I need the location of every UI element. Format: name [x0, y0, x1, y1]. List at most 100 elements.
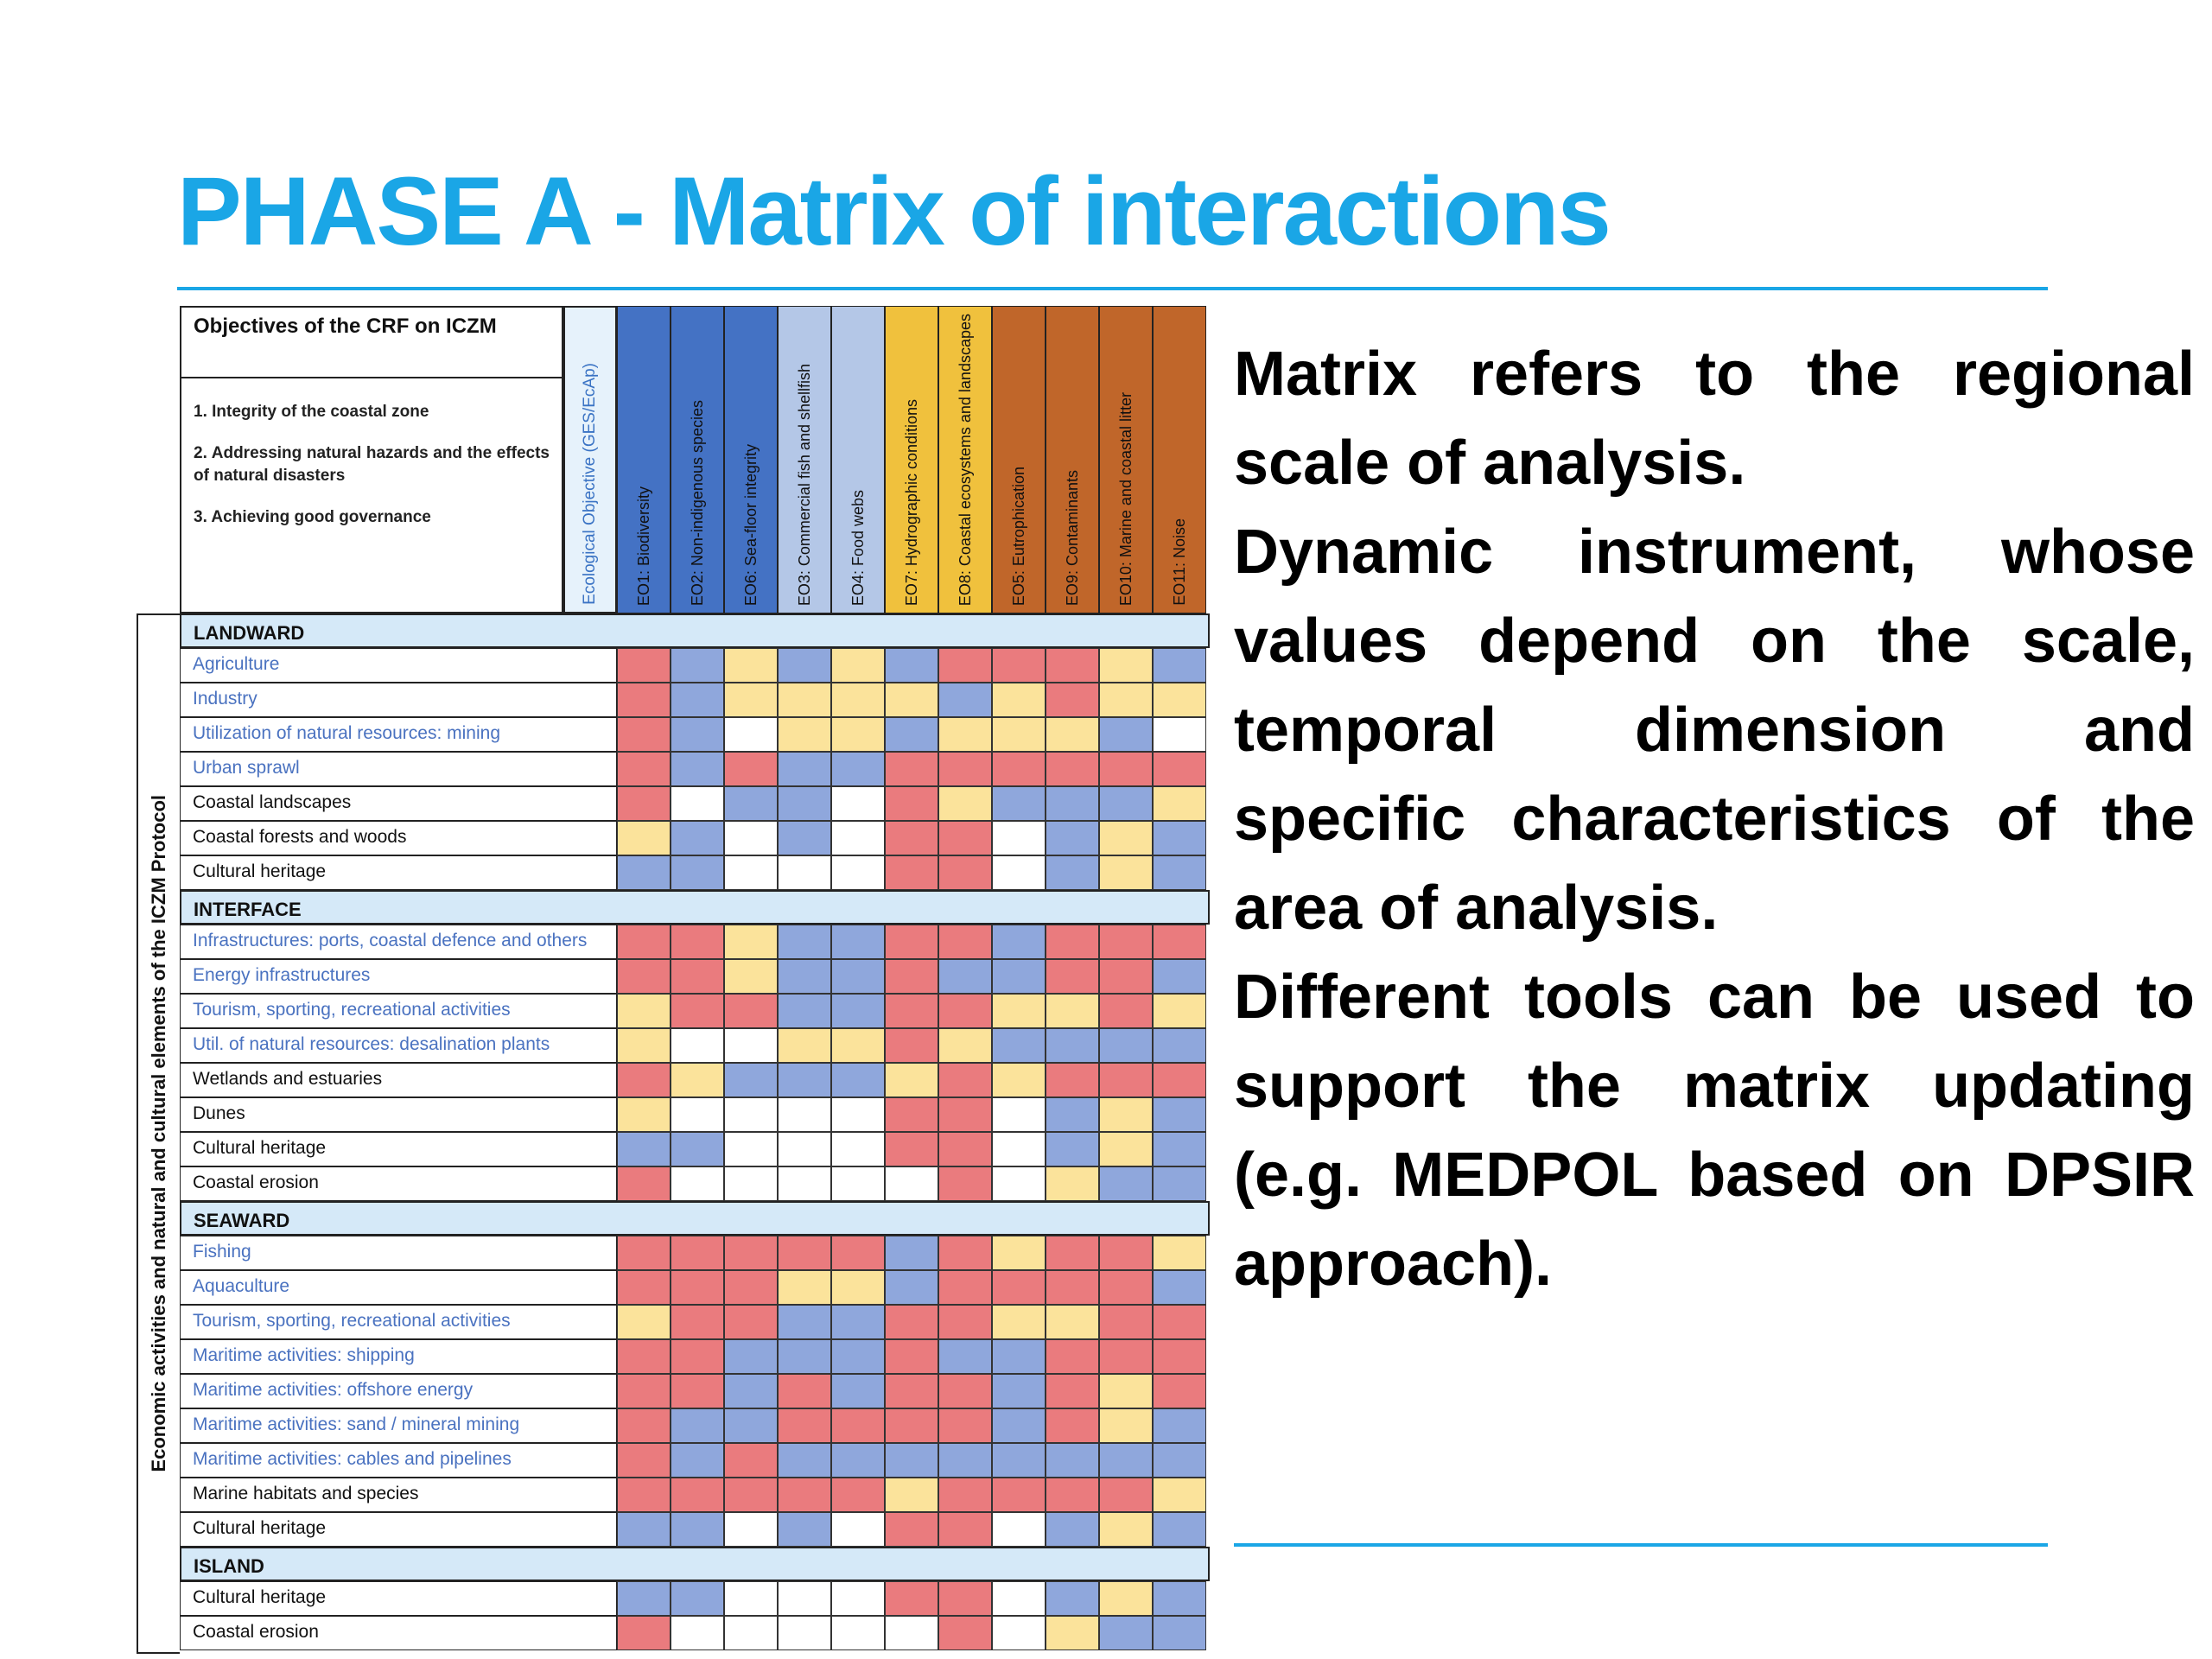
matrix-cell — [885, 1097, 938, 1132]
matrix-cell — [1153, 1581, 1206, 1616]
column-header-label: EO2: Non-indigenous species — [688, 399, 706, 606]
section-header-landward: LANDWARD — [180, 613, 1210, 648]
matrix-cell — [778, 1305, 831, 1339]
matrix-cell — [938, 648, 992, 683]
matrix-cell — [992, 752, 1046, 786]
matrix-cell — [617, 786, 671, 821]
matrix-cell — [1153, 1132, 1206, 1166]
matrix-cell — [831, 1339, 885, 1374]
matrix-cell — [671, 1443, 724, 1478]
matrix-cell — [617, 1063, 671, 1097]
matrix-cell — [1099, 1478, 1153, 1512]
matrix-cell — [778, 1166, 831, 1201]
column-header: EO8: Coastal ecosystems and landscapes — [938, 306, 992, 613]
matrix-row: Tourism, sporting, recreational activiti… — [180, 994, 1210, 1028]
matrix-cell — [992, 1374, 1046, 1408]
matrix-row: Maritime activities: sand / mineral mini… — [180, 1408, 1210, 1443]
matrix-cell — [671, 1236, 724, 1270]
matrix-cell — [617, 821, 671, 855]
matrix-cell — [778, 1408, 831, 1443]
column-header-label: EO8: Coastal ecosystems and landscapes — [956, 313, 974, 606]
matrix-cell — [1153, 959, 1206, 994]
row-label: Utilization of natural resources: mining — [180, 717, 617, 752]
matrix-cell — [831, 1305, 885, 1339]
matrix-cell — [1046, 1166, 1099, 1201]
row-label: Cultural heritage — [180, 855, 617, 890]
matrix-cell — [778, 959, 831, 994]
matrix-cell — [671, 1512, 724, 1547]
matrix-cell — [671, 717, 724, 752]
objective-item: 1. Integrity of the coastal zone — [194, 403, 429, 421]
matrix-cell — [1046, 1236, 1099, 1270]
column-header-label: EO6: Sea-floor integrity — [741, 443, 760, 606]
matrix-cell — [617, 1512, 671, 1547]
matrix-cell — [938, 1063, 992, 1097]
matrix-cell — [1153, 1616, 1206, 1650]
matrix-cell — [724, 1408, 778, 1443]
row-label: Infrastructures: ports, coastal defence … — [180, 925, 617, 959]
matrix-cell — [671, 1028, 724, 1063]
matrix-cell — [831, 1616, 885, 1650]
objectives-list: 1. Integrity of the coastal zone 2. Addr… — [181, 378, 562, 548]
matrix-cell — [1046, 1097, 1099, 1132]
objective-item: 2. Addressing natural hazards and the ef… — [194, 444, 550, 485]
matrix-cell — [992, 1443, 1046, 1478]
matrix-cell — [992, 925, 1046, 959]
matrix-cell — [617, 1581, 671, 1616]
matrix-cell — [1099, 683, 1153, 717]
matrix-cell — [1153, 1339, 1206, 1374]
matrix-cell — [938, 1408, 992, 1443]
column-header: EO5: Eutrophication — [992, 306, 1046, 613]
matrix-cell — [1046, 1374, 1099, 1408]
matrix-cell — [885, 855, 938, 890]
matrix-cell — [778, 648, 831, 683]
column-header: EO1: Biodiversity — [617, 306, 671, 613]
matrix-row: Wetlands and estuaries — [180, 1063, 1210, 1097]
matrix-cell — [885, 717, 938, 752]
matrix-row: Fishing — [180, 1236, 1210, 1270]
matrix-row: Tourism, sporting, recreational activiti… — [180, 1305, 1210, 1339]
matrix-cell — [1153, 786, 1206, 821]
matrix-cell — [831, 1374, 885, 1408]
matrix-cell — [831, 959, 885, 994]
matrix-cell — [671, 1063, 724, 1097]
matrix-cell — [1099, 1408, 1153, 1443]
matrix-cell — [831, 1270, 885, 1305]
matrix-cell — [992, 683, 1046, 717]
row-label: Marine habitats and species — [180, 1478, 617, 1512]
matrix-row: Coastal erosion — [180, 1166, 1210, 1201]
matrix-cell — [938, 1581, 992, 1616]
matrix-cell — [778, 752, 831, 786]
matrix-cell — [1099, 925, 1153, 959]
row-label: Aquaculture — [180, 1270, 617, 1305]
matrix-cell — [724, 1374, 778, 1408]
matrix-cell — [617, 855, 671, 890]
matrix-cell — [831, 752, 885, 786]
matrix-cell — [1099, 1132, 1153, 1166]
matrix-cell — [885, 1408, 938, 1443]
row-label: Wetlands and estuaries — [180, 1063, 617, 1097]
row-label: Maritime activities: offshore energy — [180, 1374, 617, 1408]
matrix-cell — [831, 1443, 885, 1478]
matrix-cell — [617, 1270, 671, 1305]
matrix-cell — [938, 1339, 992, 1374]
matrix-cell — [724, 1478, 778, 1512]
column-header-label: EO10: Marine and coastal litter — [1116, 391, 1135, 606]
matrix-cell — [724, 1305, 778, 1339]
matrix-cell — [1099, 1305, 1153, 1339]
matrix-cell — [938, 1028, 992, 1063]
body-text: Matrix refers to the regional scale of a… — [1234, 330, 2195, 1309]
matrix-cell — [778, 855, 831, 890]
matrix-cell — [938, 821, 992, 855]
matrix-cell — [1153, 1478, 1206, 1512]
matrix-cell — [992, 786, 1046, 821]
column-header-label: EO7: Hydrographic conditions — [902, 398, 920, 606]
matrix-cell — [671, 786, 724, 821]
matrix-cell — [617, 1097, 671, 1132]
matrix-cell — [1046, 1408, 1099, 1443]
matrix-cell — [617, 1478, 671, 1512]
matrix-cell — [831, 1478, 885, 1512]
ecological-objective-header: Ecological Objective (GES/EcAp) — [563, 306, 617, 613]
matrix-cell — [885, 648, 938, 683]
matrix-cell — [992, 1305, 1046, 1339]
